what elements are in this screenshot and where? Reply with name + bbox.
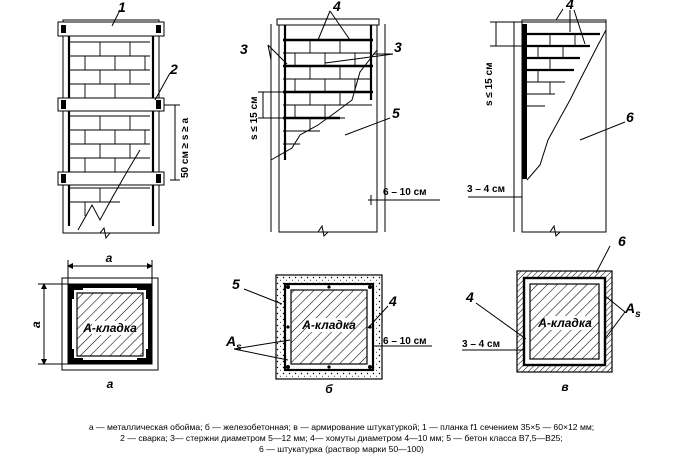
elevation-c: s ≤ 15 см 3 – 4 см 4 6	[467, 0, 634, 238]
callout-5: 5	[392, 105, 400, 121]
callout-6-elev: 6	[626, 109, 634, 125]
as-label-b: As	[225, 333, 242, 353]
thickness-label-b: 6 – 10 см	[383, 187, 427, 198]
subfigure-label-b: б	[325, 382, 333, 396]
caption-line-1: а — металлическая обойма; б — железобето…	[88, 422, 595, 432]
brick-pattern-a	[70, 41, 150, 216]
caption-line-2: 2 — сварка; 3— стержни диаметром 5—12 мм…	[120, 433, 563, 443]
masonry-label-a: A-кладка	[82, 321, 137, 335]
dimension-a-vertical: a	[29, 321, 43, 328]
elevation-a: 50 см ≥ s ≥ a 1 2	[57, 0, 191, 240]
callout-4-c: 4	[565, 0, 574, 12]
plan-b: A-кладка 5 4 As 6 – 10 см б	[225, 274, 432, 396]
caption-line-3: 6 — штукатурка (раствор марки 50—100)	[259, 444, 424, 454]
callout-3-right: 3	[394, 39, 402, 55]
masonry-label-b: A-кладка	[301, 318, 356, 332]
callout-4-plan-b: 4	[388, 293, 397, 309]
spacing-label-c: s ≤ 15 см	[484, 63, 495, 106]
callout-1: 1	[118, 0, 126, 15]
callout-2: 2	[169, 61, 178, 77]
subfigure-label-c: в	[561, 380, 568, 394]
plan-a: A-кладка a a а	[29, 251, 159, 391]
subfigure-label-a: а	[107, 377, 114, 391]
callout-6-plan: 6	[618, 233, 626, 249]
spacing-label-b: s ≤ 15 см	[249, 97, 260, 140]
as-label-c: As	[624, 300, 641, 320]
callout-5-plan: 5	[232, 276, 240, 292]
dimension-a-horizontal: a	[106, 251, 113, 265]
thickness-label-c: 3 – 4 см	[467, 184, 505, 195]
thickness-plan-c: 3 – 4 см	[462, 339, 500, 350]
thickness-plan-b: 6 – 10 см	[383, 336, 427, 347]
callout-4-plan-c: 4	[465, 289, 474, 305]
masonry-label-c: A-кладка	[537, 316, 592, 330]
plan-c: A-кладка 6 4 As 3 – 4 см в	[462, 233, 641, 394]
callout-4-b: 4	[332, 0, 341, 14]
callout-3-left: 3	[240, 41, 248, 57]
spacing-label-a: 50 см ≥ s ≥ a	[180, 117, 191, 178]
elevation-b: s ≤ 15 см 6 – 10 см 3 3 4 5	[240, 0, 440, 238]
